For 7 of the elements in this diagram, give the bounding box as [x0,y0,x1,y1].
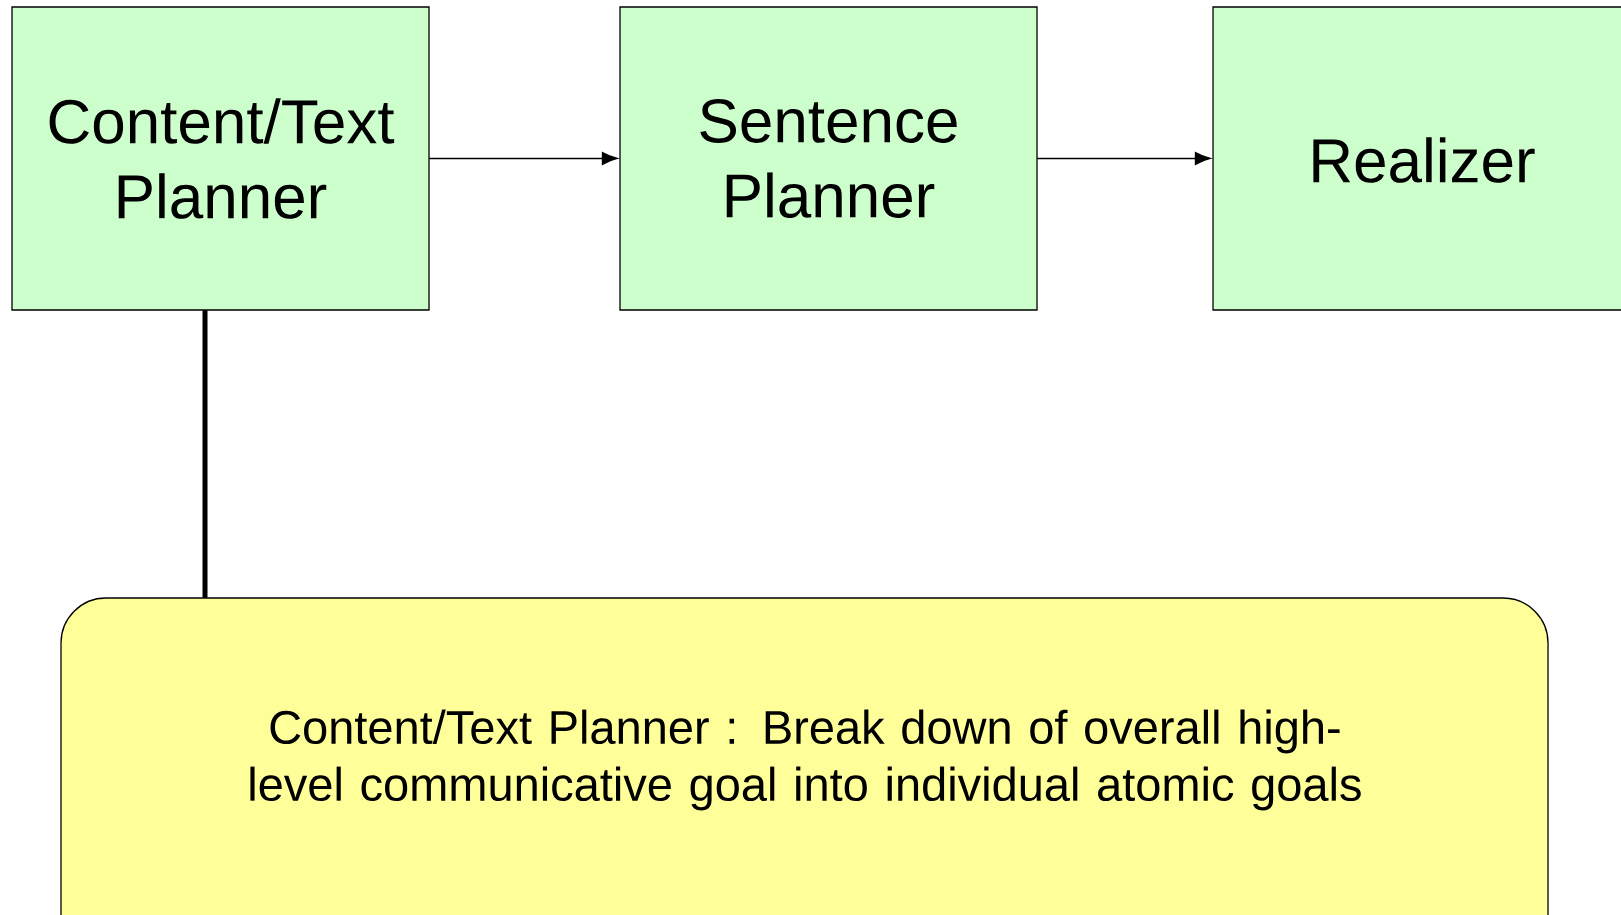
connector-line [202,310,208,598]
process-box: Realizer [1212,6,1621,311]
arrow [1036,152,1211,165]
callout-box: Content/Text Planner : Break down of overall high-level communicative goal into individual atomic goals [60,597,1549,915]
process-box: Sentence Planner [619,6,1038,311]
process-box: Content/Text Planner [11,6,430,311]
arrow [428,152,618,165]
